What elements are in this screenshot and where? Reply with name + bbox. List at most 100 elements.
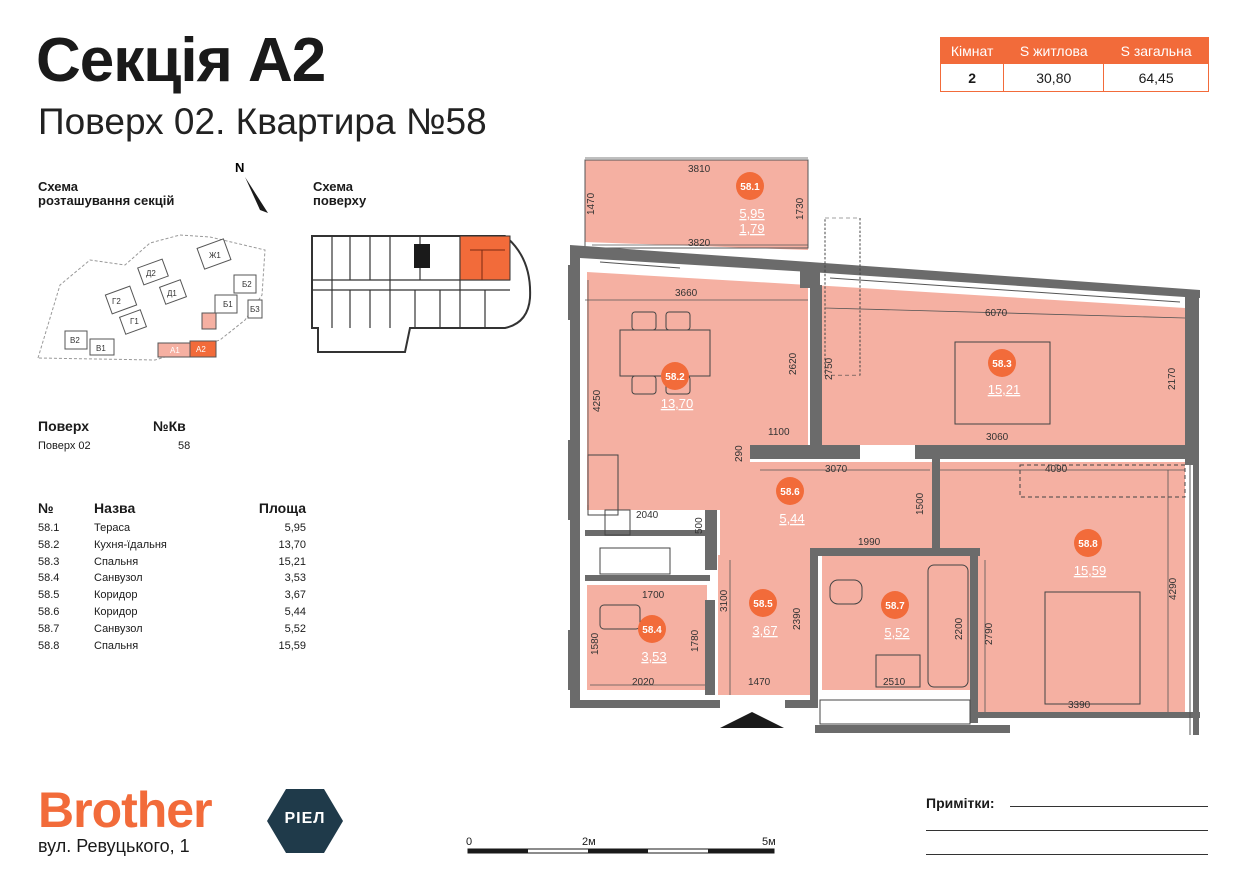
room-number: 58.2	[38, 538, 60, 551]
section-label: Б1	[223, 300, 233, 309]
section-label: Д1	[167, 289, 177, 298]
dimension: 1470	[748, 677, 771, 688]
brand-logo: Brother	[38, 782, 213, 838]
section-label: Г1	[130, 317, 139, 326]
room-marker-58-1[interactable]: 58.1 5,95 1,79	[736, 172, 765, 236]
entrance-arrow-icon	[720, 712, 784, 728]
room-area: 3,53	[284, 572, 306, 585]
room-marker-58-7[interactable]: 58.7 5,52	[881, 591, 910, 640]
room-name: Санвузол	[94, 572, 143, 585]
room-58-7-fill	[822, 555, 974, 690]
scale-label-2m: 2м	[582, 836, 596, 848]
dimension: 4090	[1045, 464, 1068, 475]
dimension: 1500	[915, 492, 926, 515]
apartment-walls	[470, 249, 505, 280]
dimension: 2020	[632, 677, 655, 688]
dimension: 2790	[984, 622, 995, 645]
wardrobe	[1019, 464, 1186, 498]
dimension: 1700	[642, 590, 665, 601]
sections-scheme-label: Схема розташування секцій	[38, 180, 174, 208]
terrace-outline	[584, 159, 809, 249]
riel-badge-icon	[267, 789, 343, 853]
stair-core	[414, 244, 430, 268]
dimension: 2390	[792, 607, 803, 630]
section-label: В1	[96, 344, 106, 353]
notes-line[interactable]	[926, 854, 1208, 855]
room-58-8-fill	[938, 462, 1185, 712]
notes-line[interactable]	[1010, 806, 1208, 807]
dimension: 3390	[1068, 700, 1091, 711]
bed-58-3	[954, 341, 1051, 425]
scale-label-5m: 5м	[762, 836, 776, 848]
room-name: Кухня-їдальня	[94, 538, 167, 551]
room-id: 58.6	[780, 487, 800, 498]
summary-header-living-area: S житлова	[1003, 37, 1105, 64]
room-marker-58-8[interactable]: 58.8 15,59	[1074, 529, 1107, 578]
apartment-floor-plan: 3810 1470 1730 3820 3660 6070 4250 2620 …	[568, 157, 1200, 735]
room-marker-58-2[interactable]: 58.2 13,70	[661, 362, 694, 411]
rooms-table-row: 58.8 Спальня 15,59	[38, 638, 306, 655]
sections-scheme-label-line2: розташування секцій	[38, 193, 175, 208]
summary-header-row: Кімнат S житлова S загальна	[939, 37, 1209, 64]
room-name: Коридор	[94, 589, 138, 602]
summary-total-area-value: 64,45	[1103, 63, 1209, 92]
room-name: Спальня	[94, 639, 139, 652]
room-number: 58.8	[38, 639, 60, 652]
room-id: 58.5	[753, 599, 773, 610]
room-id: 58.4	[642, 625, 662, 636]
room-area-secondary: 1,79	[739, 221, 764, 236]
summary-living-area-value: 30,80	[1003, 63, 1105, 92]
room-marker-58-6[interactable]: 58.6 5,44	[776, 477, 805, 526]
room-number: 58.4	[38, 572, 60, 585]
scale-bar	[467, 848, 775, 854]
room-name: Коридор	[94, 605, 138, 618]
room-area: 5,44	[779, 511, 804, 526]
room-id: 58.8	[1078, 539, 1098, 550]
room-area: 13,70	[661, 396, 694, 411]
north-label: N	[235, 160, 244, 175]
dimension: 1100	[768, 427, 790, 438]
room-58-2-fill	[587, 272, 808, 510]
room-id: 58.7	[885, 601, 905, 612]
room-marker-58-3[interactable]: 58.3 15,21	[988, 349, 1021, 397]
north-arrow-icon	[245, 177, 268, 213]
dimension: 2200	[954, 617, 965, 640]
dimension: 1580	[590, 632, 601, 655]
room-area: 15,21	[278, 555, 306, 568]
dimension: 1470	[586, 192, 597, 215]
furniture	[587, 217, 1186, 725]
dimension: 4250	[592, 389, 603, 412]
dimension: 2750	[824, 357, 835, 380]
section-label: А1	[170, 346, 180, 355]
sink	[875, 654, 921, 688]
rooms-col-name: Назва	[94, 500, 136, 516]
section-label: Ж1	[209, 251, 221, 260]
dimension: 3820	[688, 238, 711, 249]
summary-table: Кімнат S житлова S загальна 2 30,80 64,4…	[939, 37, 1209, 92]
summary-header-rooms: Кімнат	[939, 37, 1005, 64]
dimension: 6070	[985, 308, 1008, 319]
notes-line[interactable]	[926, 830, 1208, 831]
scale-label-0: 0	[466, 836, 473, 848]
room-marker-58-4[interactable]: 58.4 3,53	[638, 615, 667, 664]
dimension-labels: 3810 1470 1730 3820 3660 6070 4250 2620 …	[586, 164, 1179, 711]
room-name: Тераса	[94, 522, 131, 534]
floor-header: Поверх	[38, 418, 89, 434]
room-area: 3,67	[752, 623, 777, 638]
room-name: Спальня	[94, 555, 139, 568]
dimension: 2040	[636, 510, 659, 521]
section-blocks	[64, 238, 263, 358]
floor-scheme-map	[311, 235, 532, 353]
section-label: Б2	[242, 280, 252, 289]
room-number: 58.5	[38, 589, 60, 602]
rooms-table-row: 58.4 Санвузол 3,53	[38, 570, 306, 587]
rooms-col-number: №	[38, 500, 54, 516]
room-marker-58-5[interactable]: 58.5 3,67	[749, 589, 778, 638]
room-area: 15,59	[278, 639, 306, 652]
